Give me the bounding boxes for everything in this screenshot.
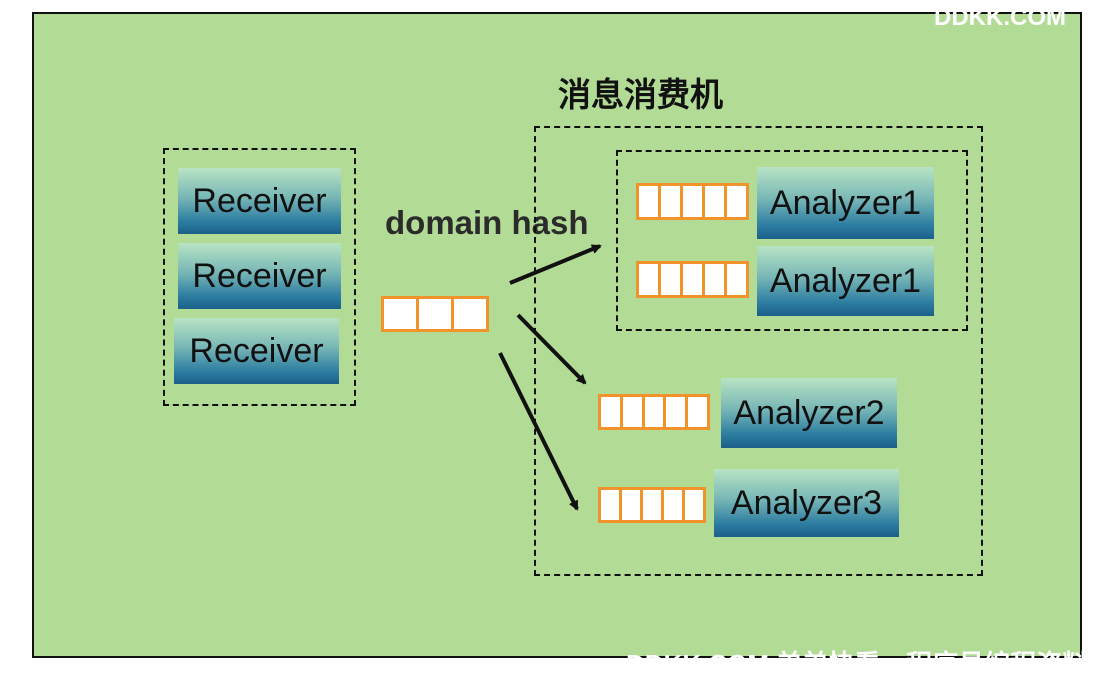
analyzer-box: Analyzer1 [757, 167, 934, 239]
consumer-machine-group [534, 126, 983, 576]
receiver-group [163, 148, 356, 406]
consumer-machine-title: 消息消费机 [558, 76, 723, 113]
analyzer-queue [598, 394, 710, 430]
analyzer-queue [598, 487, 706, 523]
analyzer-box: Analyzer1 [757, 246, 934, 316]
dispatch-queue [381, 296, 489, 332]
arrow-to-analyzer2 [516, 313, 587, 385]
analyzer-queue [636, 183, 749, 220]
analyzer-queue [636, 261, 749, 298]
analyzer-box: Analyzer2 [721, 378, 897, 448]
arrow-to-analyzer1 [509, 244, 602, 285]
receiver-box: Receiver [178, 168, 341, 234]
domain-hash-label: domain hash [385, 204, 589, 241]
analyzer1-group [616, 150, 968, 331]
receiver-box: Receiver [178, 243, 341, 309]
analyzer-box: Analyzer3 [714, 469, 899, 537]
arrow-to-analyzer3 [498, 352, 579, 511]
receiver-box: Receiver [174, 318, 339, 384]
watermark-top: DDKK.COM [934, 4, 1066, 31]
